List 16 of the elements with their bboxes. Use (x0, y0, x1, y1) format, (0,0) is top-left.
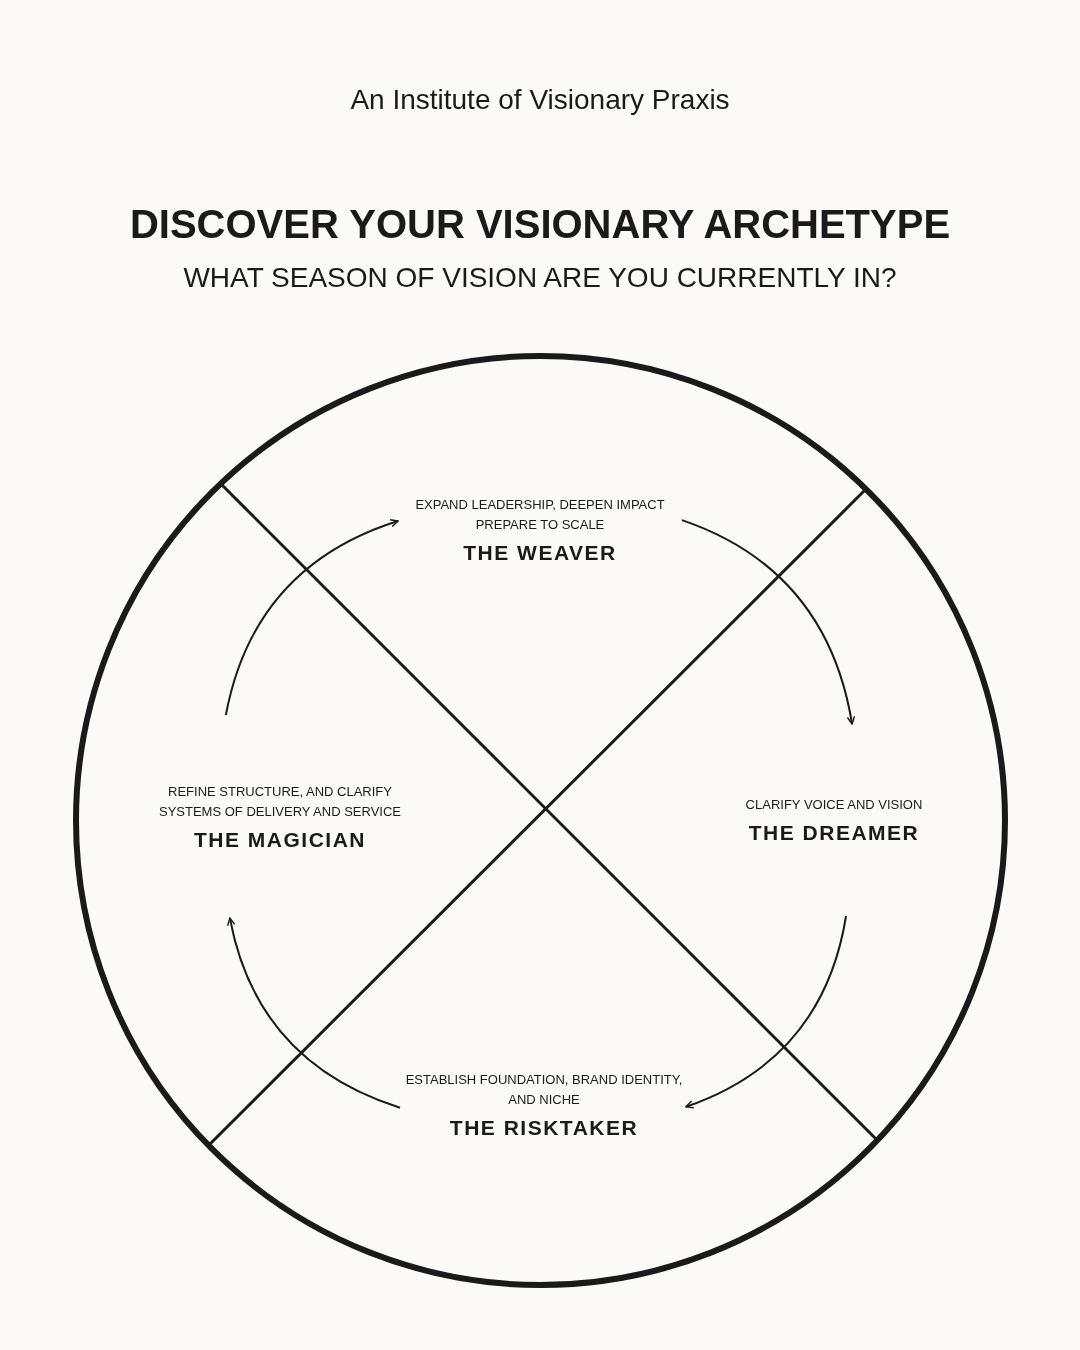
archetype-name: THE MAGICIAN (194, 827, 366, 852)
description-text: EXPAND LEADERSHIP, DEEPEN IMPACT PREPARE TO SCALE (414, 496, 666, 534)
circle-outline (73, 353, 1008, 1288)
description-text: ESTABLISH FOUNDATION, BRAND IDENTITY, AND NICHE (404, 1071, 684, 1109)
curved-arrow (685, 915, 848, 1109)
curved-arrow (227, 917, 401, 1109)
description-text: CLARIFY VOICE AND VISION (745, 796, 923, 814)
curved-arrow (224, 519, 399, 716)
archetype-name: THE DREAMER (748, 821, 920, 845)
archetype-name: THE WEAVER (463, 541, 617, 565)
description-text: REFINE STRUCTURE, AND CLARIFY SYSTEMS OF DELIVERY AND SERVICE (158, 782, 402, 821)
archetype-name: THE RISKTAKER (449, 1116, 639, 1140)
curved-arrow (681, 519, 855, 725)
title-heading: DISCOVER YOUR VISIONARY ARCHETYPE (128, 202, 952, 247)
question-text: WHAT SEASON OF VISION ARE YOU CURRENTLY IN? (182, 262, 898, 294)
subtitle-text: An Institute of Visionary Praxis (349, 84, 731, 116)
